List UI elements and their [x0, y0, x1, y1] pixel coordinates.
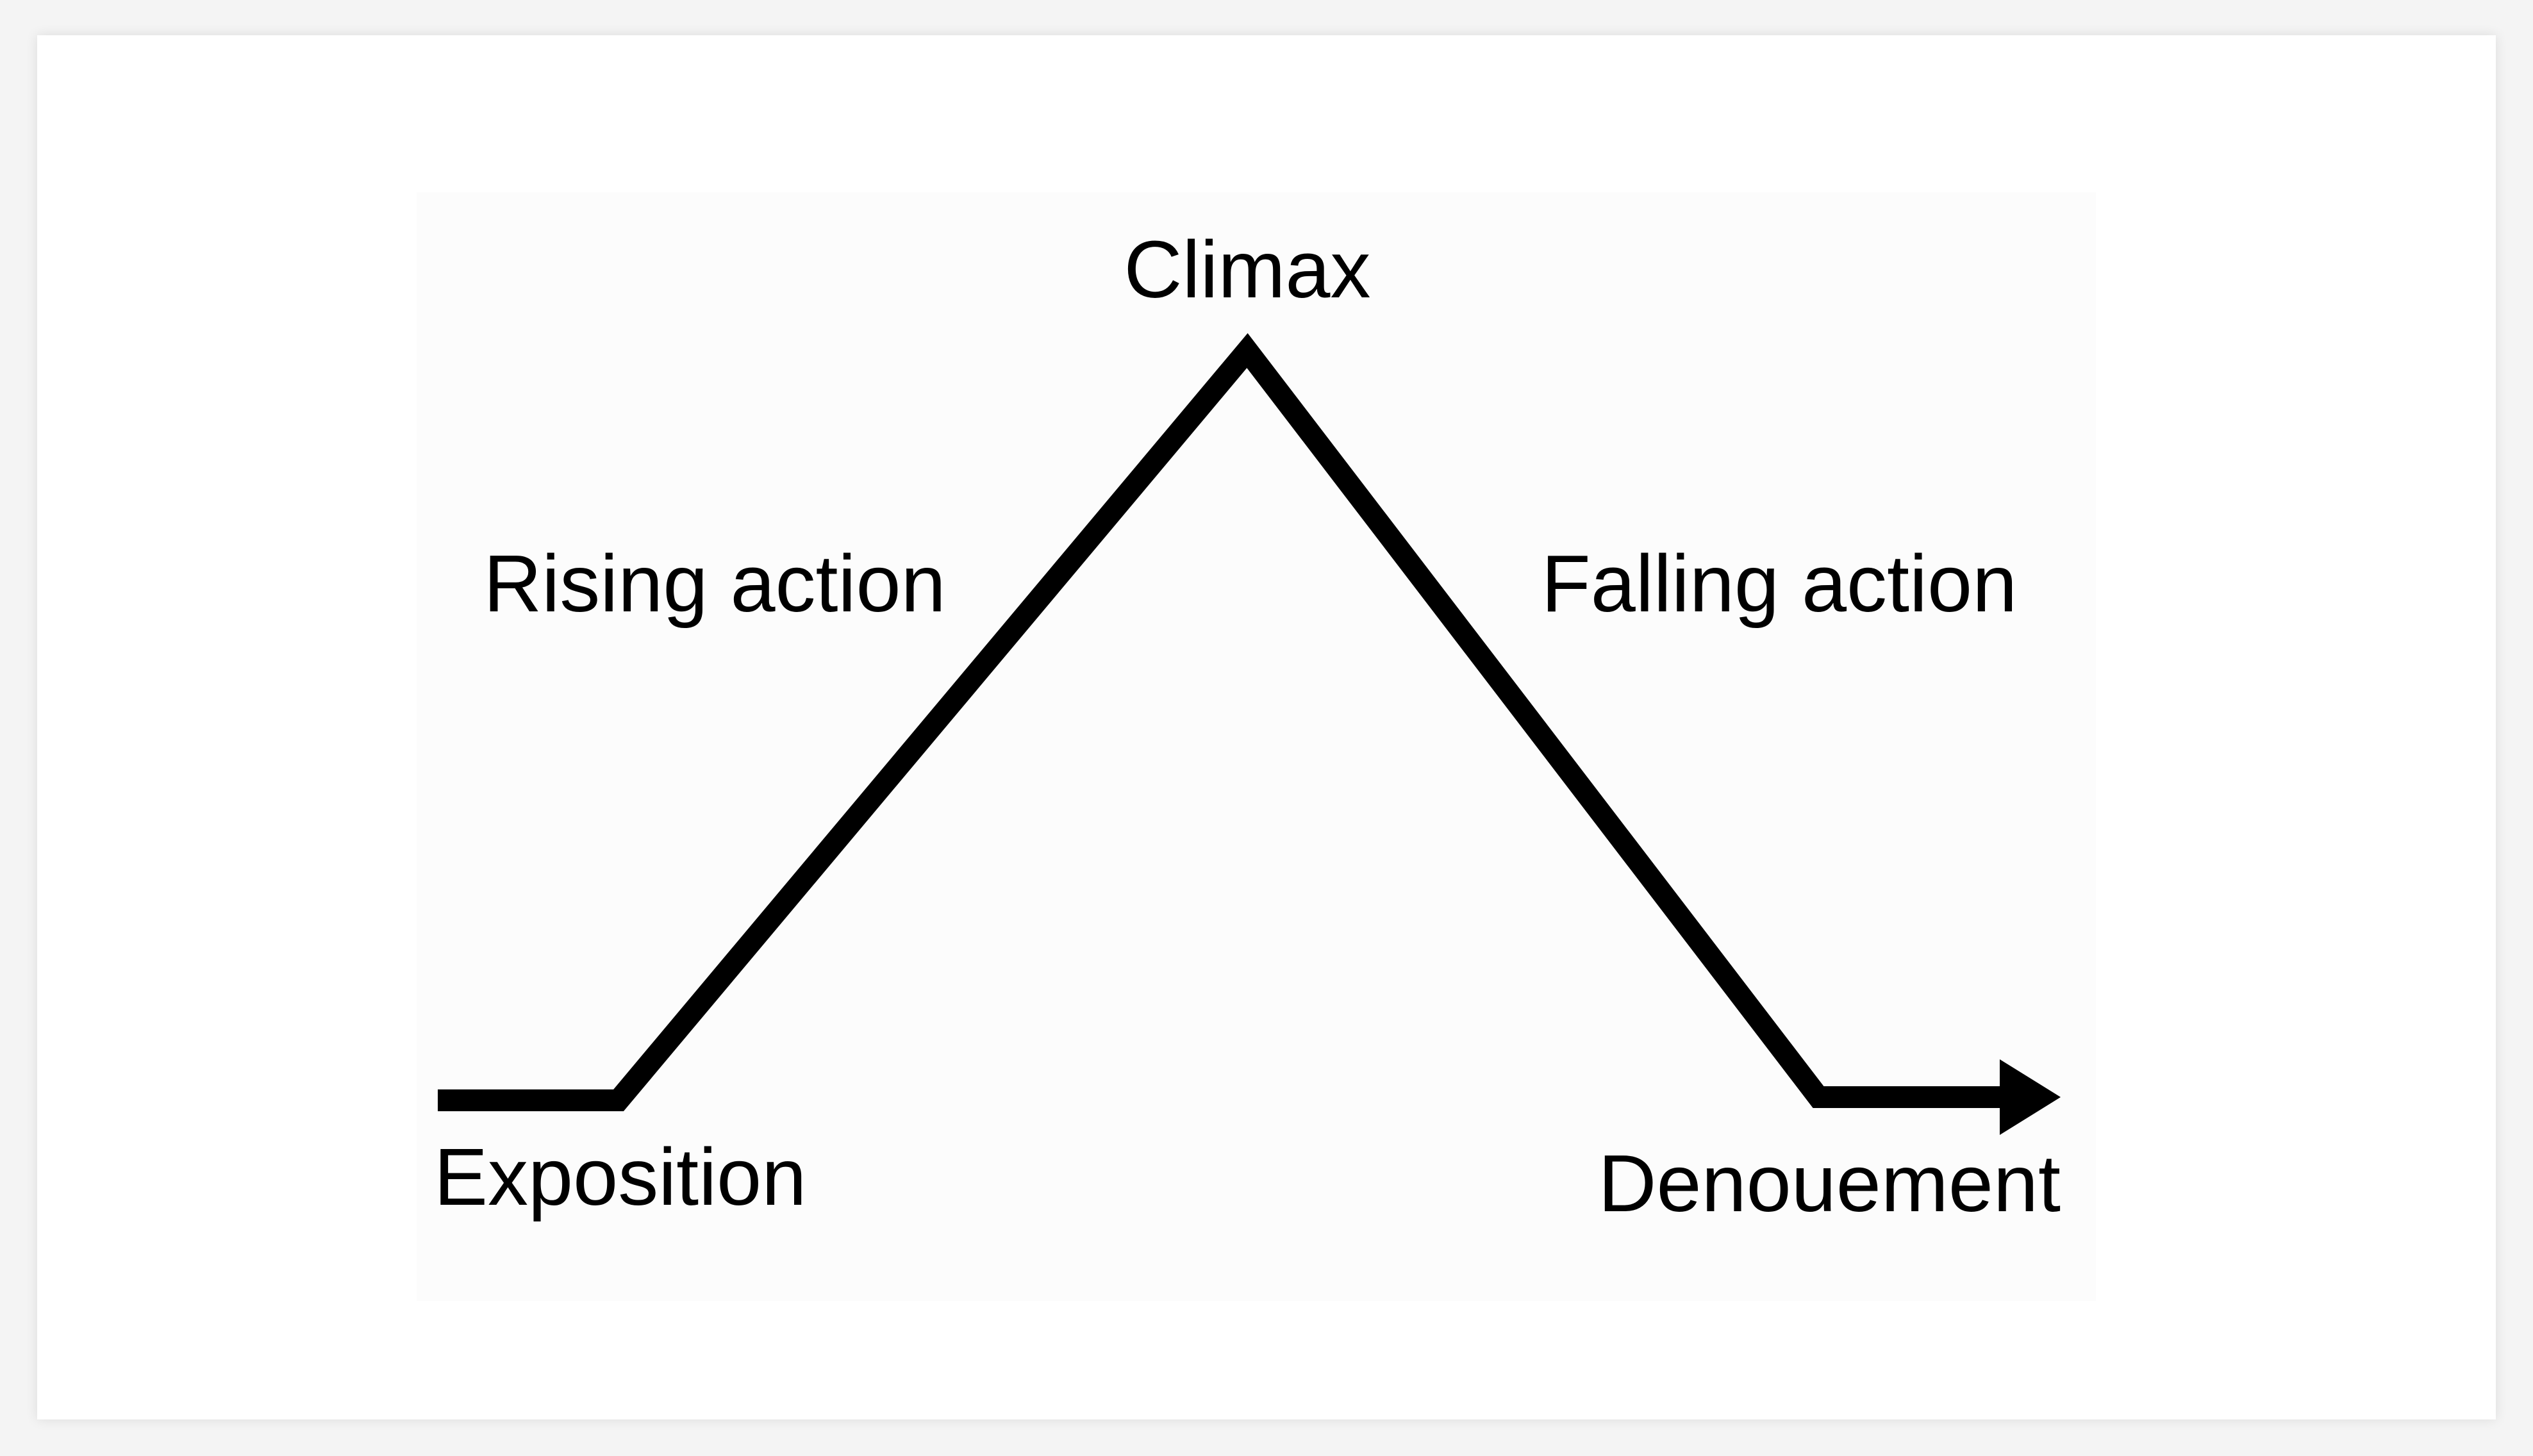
story-arc-line — [438, 333, 2013, 1111]
label-denouement: Denouement — [1599, 1138, 2061, 1228]
label-rising-action: Rising action — [483, 538, 945, 629]
arrow-head-icon — [2000, 1059, 2061, 1135]
label-exposition: Exposition — [434, 1132, 806, 1222]
label-falling-action: Falling action — [1541, 538, 2017, 629]
label-climax: Climax — [1124, 224, 1370, 315]
